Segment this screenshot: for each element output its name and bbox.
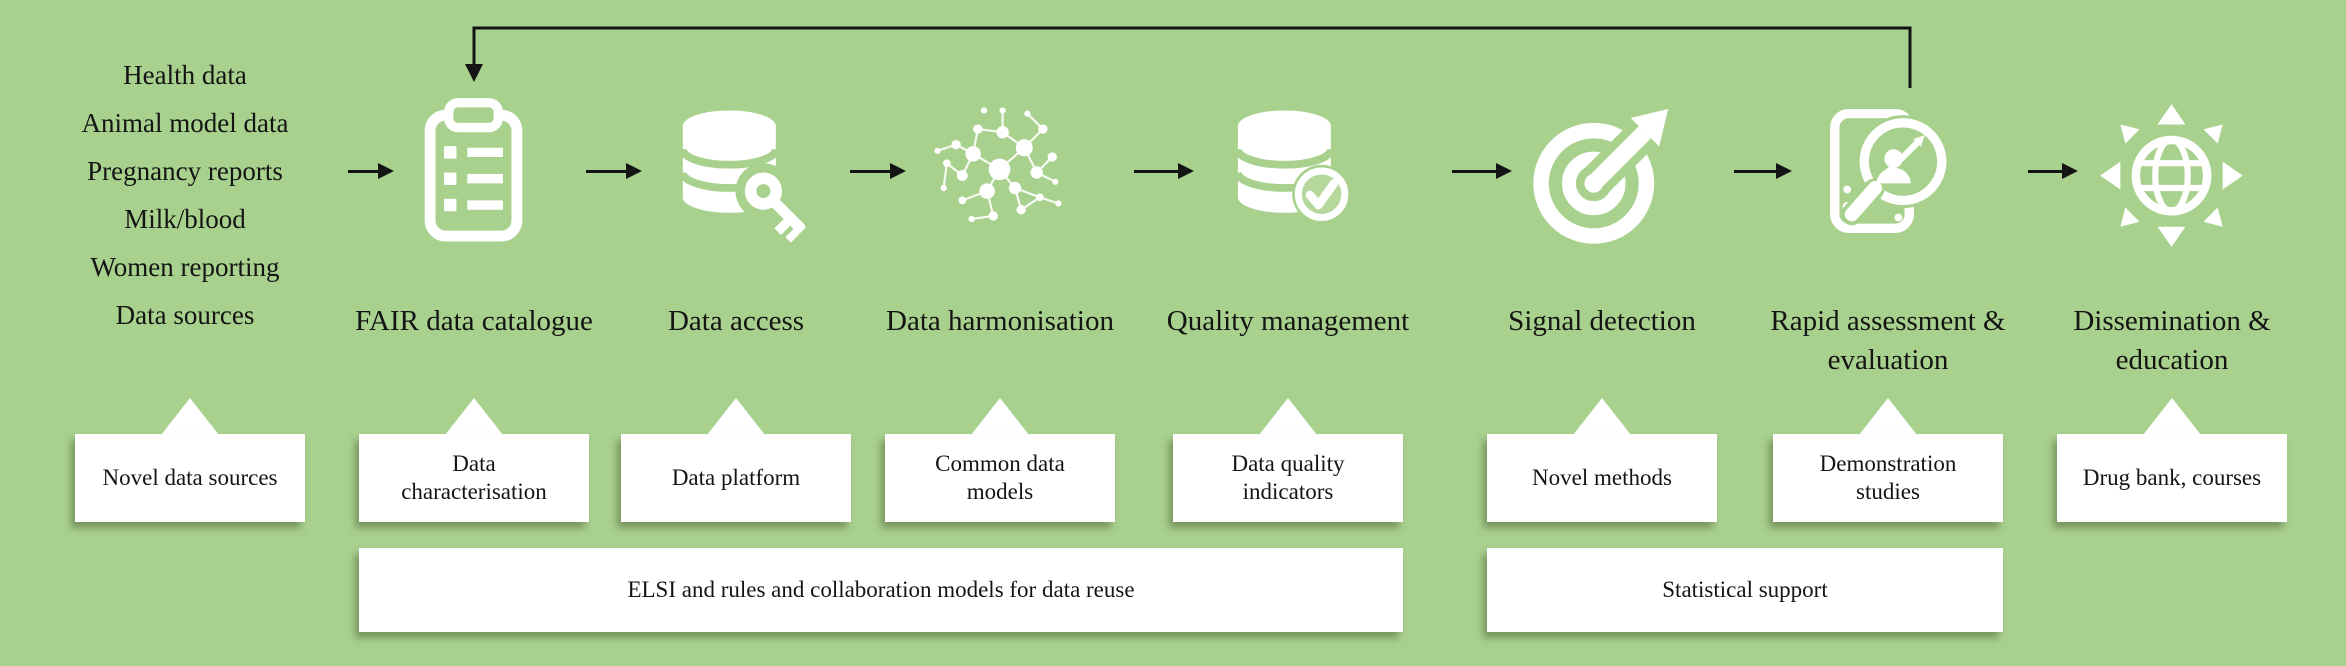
data-sources-list: Health data Animal model data Pregnancy … bbox=[30, 51, 340, 339]
up-arrow-icon bbox=[161, 398, 219, 435]
data-source-item: Pregnancy reports bbox=[87, 156, 283, 186]
step-label-data-harmonisation: Data harmonisation bbox=[886, 305, 1114, 337]
step-label-fair-data-catalogue: FAIR data catalogue bbox=[355, 305, 593, 337]
flow-arrow-icon bbox=[1734, 163, 1792, 179]
up-arrow-icon bbox=[1259, 398, 1317, 435]
support-box-data-quality-indicators: Data quality indicators bbox=[1173, 434, 1403, 522]
support-box-label: Data quality indicators bbox=[1231, 451, 1345, 504]
step-label-signal-detection: Signal detection bbox=[1508, 305, 1696, 337]
up-arrow-icon bbox=[707, 398, 765, 435]
flow-arrow-icon bbox=[1134, 163, 1194, 179]
flow-arrow-icon bbox=[586, 163, 642, 179]
step-label-quality-management: Quality management bbox=[1166, 305, 1410, 337]
data-source-item: Milk/blood bbox=[124, 204, 246, 234]
step-label-rapid-assessment: Rapid assessment & evaluation bbox=[1770, 305, 2006, 376]
support-box-data-characterisation: Data characterisation bbox=[359, 434, 589, 522]
globe-arrows-icon bbox=[2094, 95, 2249, 250]
target-arrow-icon bbox=[1524, 95, 1679, 250]
support-box-novel-data-sources: Novel data sources bbox=[75, 434, 305, 522]
up-arrow-icon bbox=[1573, 398, 1631, 435]
step-label-data-access: Data access bbox=[667, 305, 805, 337]
data-source-item: Data sources bbox=[115, 300, 255, 330]
network-nodes-icon bbox=[922, 95, 1077, 250]
flow-arrow-icon bbox=[2028, 163, 2078, 179]
up-arrow-icon bbox=[445, 398, 503, 435]
support-box-label: Novel methods bbox=[1532, 465, 1672, 490]
up-arrow-icon bbox=[2143, 398, 2201, 435]
bar-label: Statistical support bbox=[1662, 577, 1828, 602]
database-key-icon bbox=[658, 95, 813, 250]
data-source-item: Health data bbox=[123, 60, 247, 90]
support-box-label: Novel data sources bbox=[102, 465, 278, 490]
elsi-collaboration-bar: ELSI and rules and collaboration models … bbox=[359, 548, 1403, 632]
support-box-label: Demonstration studies bbox=[1819, 451, 1957, 504]
flow-arrow-icon bbox=[1452, 163, 1512, 179]
support-box-label: Drug bank, courses bbox=[2082, 465, 2262, 490]
flow-arrow-icon bbox=[850, 163, 906, 179]
support-box-demonstration-studies: Demonstration studies bbox=[1773, 434, 2003, 522]
up-arrow-icon bbox=[971, 398, 1029, 435]
support-box-data-platform: Data platform bbox=[621, 434, 851, 522]
data-source-item: Women reporting bbox=[90, 252, 280, 282]
support-box-novel-methods: Novel methods bbox=[1487, 434, 1717, 522]
document-magnifier-icon bbox=[1810, 95, 1965, 250]
support-box-label: Data platform bbox=[671, 465, 801, 490]
data-source-item: Animal model data bbox=[81, 108, 289, 138]
support-box-label: Data characterisation bbox=[401, 451, 547, 504]
flow-arrow-icon bbox=[348, 163, 394, 179]
bar-label: ELSI and rules and collaboration models … bbox=[627, 577, 1135, 602]
step-label-dissemination-education: Dissemination & education bbox=[2073, 305, 2271, 376]
support-box-common-data-models: Common data models bbox=[885, 434, 1115, 522]
support-box-label: Common data models bbox=[935, 451, 1065, 504]
feedback-loop-arrow bbox=[465, 26, 1912, 88]
up-arrow-icon bbox=[1859, 398, 1917, 435]
statistical-support-bar: Statistical support bbox=[1487, 548, 2003, 632]
support-box-drug-bank-courses: Drug bank, courses bbox=[2057, 434, 2287, 522]
clipboard-checklist-icon bbox=[396, 95, 551, 250]
database-check-icon bbox=[1210, 95, 1365, 250]
